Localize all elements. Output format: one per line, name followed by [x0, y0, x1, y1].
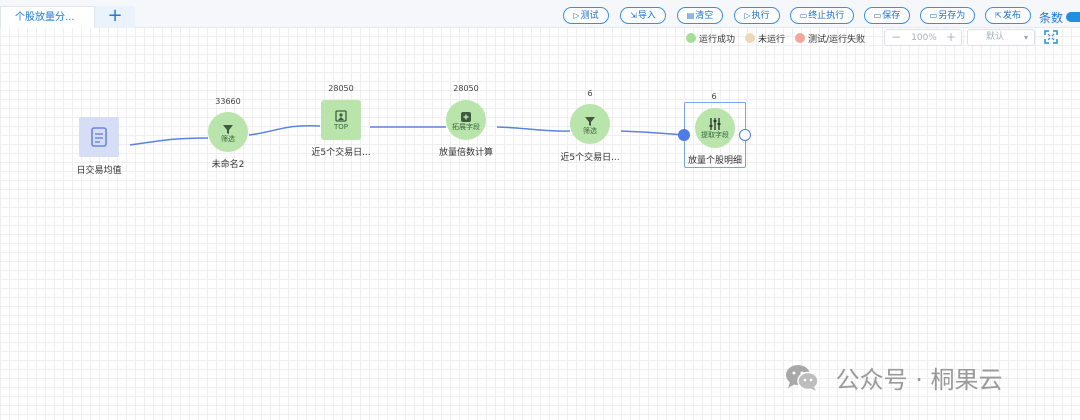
edge-source-filter1 [129, 137, 209, 146]
node-extract[interactable]: 提取字段 [695, 108, 735, 148]
document-icon [91, 127, 107, 147]
node-top[interactable]: TOP [321, 100, 361, 140]
save-as-button[interactable]: ▭另存为 [920, 7, 975, 24]
import-button[interactable]: ⇲导入 [620, 7, 666, 24]
node-caption: 放量倍数计算 [438, 148, 493, 158]
zoom-control: − 100% + [884, 29, 962, 46]
save-button[interactable]: ▭保存 [864, 7, 910, 24]
node-filter2[interactable]: 筛选 [570, 104, 610, 144]
top-image-icon [321, 107, 361, 122]
publish-icon: ⇱ [995, 11, 1002, 20]
import-icon: ⇲ [630, 11, 637, 20]
node-caption: 近5个交易日... [311, 148, 371, 158]
watermark: 公众号 · 桐果云 [784, 360, 1003, 394]
run-circle-icon: ▷ [744, 11, 751, 20]
clear-button[interactable]: ▤清空 [677, 7, 723, 24]
wechat-icon [786, 364, 819, 391]
node-count: 6 [711, 92, 717, 101]
top-bar: 个股放量分... + ▷测试 ⇲导入 ▤清空 ▷执行 ▭终止执行 ▭保存 ▭另存… [0, 0, 1080, 28]
not-run-dot-icon [745, 33, 755, 43]
rows-label: 条数 [1039, 11, 1064, 25]
legend-failed: 测试/运行失败 [795, 32, 865, 45]
play-circle-icon: ▷ [573, 11, 580, 20]
plus-box-icon [446, 108, 486, 122]
stop-button[interactable]: ▭终止执行 [790, 7, 854, 24]
save-as-icon: ▭ [929, 11, 938, 20]
failed-dot-icon [795, 33, 805, 43]
node-count: 33660 [215, 97, 241, 106]
test-button[interactable]: ▷测试 [563, 7, 609, 24]
edge-filter1-top [248, 124, 321, 136]
run-button[interactable]: ▷执行 [734, 7, 780, 24]
node-expand[interactable]: 拓展字段 [446, 100, 486, 140]
node-caption: 未命名2 [211, 160, 245, 170]
stop-icon: ▭ [799, 11, 808, 20]
chevron-down-icon: ▾ [1023, 33, 1028, 42]
tab-flow[interactable]: 个股放量分... [0, 6, 95, 28]
fullscreen-icon[interactable] [1044, 30, 1058, 44]
filter-icon [570, 112, 610, 126]
edge-expand-filter2 [496, 126, 571, 132]
trash-icon: ▤ [686, 11, 695, 20]
node-source[interactable] [79, 117, 119, 157]
rows-toggle[interactable] [1066, 12, 1080, 22]
output-port[interactable] [739, 129, 751, 141]
node-caption: 放量个股明细 [687, 156, 742, 166]
sliders-icon [695, 116, 735, 130]
input-port[interactable] [678, 129, 690, 141]
filter-icon [208, 120, 248, 134]
legend-not-run: 未运行 [745, 32, 785, 45]
node-count: 28050 [328, 84, 354, 93]
node-caption: 近5个交易日... [560, 153, 620, 163]
publish-button[interactable]: ⇱发布 [985, 7, 1031, 24]
save-icon: ▭ [873, 11, 882, 20]
edge-filter2-extract [620, 130, 685, 136]
legend-success: 运行成功 [686, 32, 735, 45]
success-dot-icon [686, 33, 696, 43]
layout-select[interactable]: 默认 ▾ [967, 29, 1035, 46]
zoom-value: 100% [911, 33, 937, 43]
add-tab-button[interactable]: + [95, 6, 135, 28]
node-count: 6 [587, 89, 593, 98]
node-filter1[interactable]: 筛选 [208, 112, 248, 152]
zoom-out-button[interactable]: − [890, 30, 902, 44]
node-caption: 日交易均值 [76, 166, 122, 176]
node-count: 28050 [453, 84, 479, 93]
zoom-in-button[interactable]: + [945, 30, 957, 44]
